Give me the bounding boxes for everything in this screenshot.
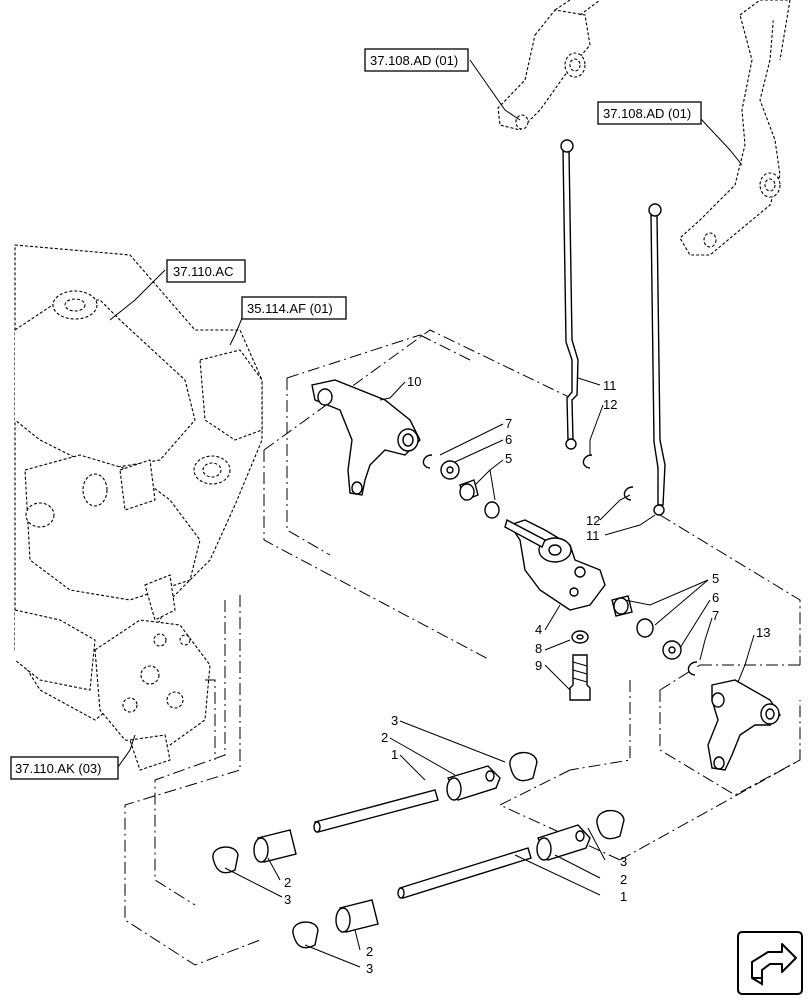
- rod-11-right: [648, 203, 666, 516]
- coupler-2-right: [536, 824, 591, 861]
- bushing-5-right-b: [636, 618, 654, 638]
- callout-11-lower: 11: [586, 528, 600, 543]
- split-bushing-3-left: [212, 846, 239, 874]
- ref-37-108-ad-left[interactable]: 37.108.AD (01): [364, 48, 469, 72]
- bracket-4: [504, 518, 606, 611]
- split-bushing-3-upper: [509, 751, 538, 782]
- upper-left-lever: [497, 0, 601, 131]
- ref-37-110-ak[interactable]: 37.110.AK (03): [10, 756, 119, 780]
- leader-lines: [109, 59, 755, 968]
- ref-35-114-af[interactable]: 35.114.AF (01): [241, 296, 347, 320]
- callout-9: 9: [535, 658, 542, 673]
- coupler-2-left: [253, 829, 297, 863]
- callout-6-upper: 6: [505, 432, 512, 447]
- clip-12-upper: [582, 454, 593, 469]
- callout-3-upper: 3: [391, 713, 398, 728]
- split-bushing-3-bottom: [292, 921, 319, 949]
- callout-10: 10: [407, 374, 421, 389]
- ref-37-110-ac[interactable]: 37.110.AC: [166, 259, 246, 283]
- clip-7-upper: [422, 454, 433, 469]
- callout-2-upper: 2: [381, 730, 388, 745]
- callout-12-upper: 12: [603, 397, 617, 412]
- callout-3-right: 3: [620, 854, 627, 869]
- clip-12-lower: [623, 486, 634, 501]
- callout-1-lower: 1: [620, 889, 627, 904]
- lever-10: [311, 379, 421, 496]
- clip-7-right: [687, 661, 698, 676]
- phantom-lines: [124, 329, 801, 966]
- svg-text:35.114.AF (01): 35.114.AF (01): [247, 301, 333, 316]
- split-bushing-3-right: [596, 809, 625, 840]
- callout-3-left: 3: [284, 892, 291, 907]
- callout-13: 13: [756, 625, 770, 640]
- svg-text:37.108.AD (01): 37.108.AD (01): [603, 106, 691, 121]
- coupler-2-upper: [446, 765, 501, 801]
- next-page-arrow-icon[interactable]: [737, 931, 803, 995]
- callout-1-upper: 1: [391, 747, 398, 762]
- gearbox-housing: [14, 244, 263, 771]
- shaft-1-lower: [397, 847, 532, 899]
- callout-6-right: 6: [712, 590, 719, 605]
- upper-right-lever: [679, 0, 791, 256]
- callout-11-upper: 11: [603, 378, 617, 393]
- callout-7-right: 7: [712, 608, 719, 623]
- rod-11-left: [560, 139, 579, 450]
- callout-5-upper: 5: [505, 451, 512, 466]
- ref-37-108-ad-right[interactable]: 37.108.AD (01): [597, 101, 702, 125]
- callout-4: 4: [535, 622, 542, 637]
- callout-2-left: 2: [284, 875, 291, 890]
- svg-text:37.108.AD (01): 37.108.AD (01): [370, 53, 458, 68]
- coupler-2-bottom: [335, 899, 379, 933]
- svg-text:37.110.AK (03): 37.110.AK (03): [15, 761, 101, 776]
- svg-text:37.110.AC: 37.110.AC: [173, 264, 233, 279]
- callout-7-upper: 7: [505, 416, 512, 431]
- callout-2-bottom: 2: [366, 944, 373, 959]
- callout-3-bottom: 3: [366, 961, 373, 976]
- callout-12-lower: 12: [586, 513, 600, 528]
- callout-2-right: 2: [620, 872, 627, 887]
- lever-13: [707, 679, 781, 771]
- shaft-1-upper: [313, 789, 439, 833]
- callout-8: 8: [535, 641, 542, 656]
- bushing-5-upper-b: [484, 501, 500, 519]
- bolt-9: [569, 654, 591, 701]
- callouts: 10 11 12 7 6 5 12 11 5 6 7 13 4 8 9 3 2 …: [284, 374, 770, 976]
- callout-5-right: 5: [712, 571, 719, 586]
